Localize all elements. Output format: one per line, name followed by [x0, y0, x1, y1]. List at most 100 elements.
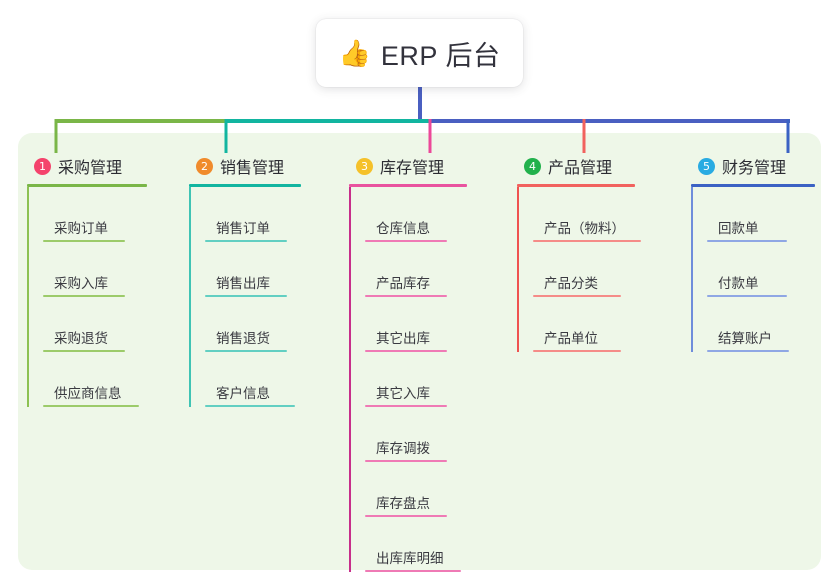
- leaf-label: 销售订单: [216, 221, 270, 236]
- leaf-rule: [533, 295, 621, 297]
- leaf-item[interactable]: 产品库存: [356, 242, 467, 297]
- leaf-item[interactable]: 库存调拨: [356, 407, 467, 462]
- leaf-item[interactable]: 库存盘点: [356, 462, 467, 517]
- leaf-label: 结算账户: [718, 331, 772, 346]
- leaf-item[interactable]: 付款单: [698, 242, 815, 297]
- column-title-3: 库存管理: [380, 160, 445, 177]
- bar-teal: [226, 119, 430, 123]
- root-stem: [418, 87, 422, 123]
- column-title-2: 销售管理: [220, 160, 285, 177]
- leaf-rule: [205, 405, 295, 407]
- column-container: 1 采购管理采购订单采购入库采购退货供应商信息 2 销售管理销售订单销售出库销售退货客…: [18, 133, 821, 572]
- thumbs-up-icon: 👍: [338, 38, 371, 68]
- leaf-rule: [533, 240, 641, 242]
- leaf-label: 采购入库: [54, 276, 108, 291]
- leaf-item[interactable]: 产品单位: [524, 297, 635, 352]
- column-rule-3: [349, 184, 467, 187]
- column-badge-1: 1: [34, 157, 51, 175]
- leaf-label: 客户信息: [216, 386, 270, 401]
- column-spine-5: [691, 187, 693, 352]
- column-采购管理: 1 采购管理采购订单采购入库采购退货供应商信息: [18, 151, 147, 407]
- column-rule-4: [517, 184, 635, 187]
- column-rule-5: [691, 184, 815, 187]
- column-库存管理: 3 库存管理仓库信息产品库存其它出库其它入库库存调拨库存盘点出库库明细: [340, 151, 467, 572]
- leaf-item[interactable]: 采购订单: [34, 187, 147, 242]
- leaf-label: 销售出库: [216, 276, 270, 291]
- leaf-label: 产品库存: [376, 276, 430, 291]
- leaf-item[interactable]: 采购入库: [34, 242, 147, 297]
- leaf-item[interactable]: 产品分类: [524, 242, 635, 297]
- column-财务管理: 5 财务管理回款单付款单结算账户: [682, 151, 815, 352]
- leaf-label: 产品分类: [544, 276, 598, 291]
- leaf-label: 库存调拨: [376, 441, 430, 456]
- leaf-rule: [365, 515, 447, 517]
- column-badge-4: 4: [524, 157, 541, 175]
- leaf-item[interactable]: 客户信息: [196, 352, 301, 407]
- leaf-label: 销售退货: [216, 331, 270, 346]
- column-header-3[interactable]: 3 库存管理: [340, 151, 467, 181]
- leaf-rule: [205, 295, 287, 297]
- leaf-item[interactable]: 销售订单: [196, 187, 301, 242]
- leaf-label: 采购退货: [54, 331, 108, 346]
- leaf-list-2: 销售订单销售出库销售退货客户信息: [180, 187, 301, 407]
- column-title-4: 产品管理: [548, 160, 613, 177]
- column-spine-2: [189, 187, 191, 407]
- leaf-rule: [43, 295, 125, 297]
- leaf-rule: [43, 240, 125, 242]
- column-销售管理: 2 销售管理销售订单销售出库销售退货客户信息: [180, 151, 301, 407]
- leaf-rule: [365, 570, 461, 572]
- leaf-label: 仓库信息: [376, 221, 430, 236]
- leaf-item[interactable]: 销售出库: [196, 242, 301, 297]
- leaf-item[interactable]: 回款单: [698, 187, 815, 242]
- column-rule-1: [27, 184, 147, 187]
- column-spine-1: [27, 187, 29, 407]
- column-title-1: 采购管理: [58, 160, 123, 177]
- leaf-label: 产品（物料）: [544, 221, 625, 236]
- leaf-item[interactable]: 采购退货: [34, 297, 147, 352]
- leaf-item[interactable]: 供应商信息: [34, 352, 147, 407]
- leaf-label: 库存盘点: [376, 496, 430, 511]
- leaf-item[interactable]: 其它入库: [356, 352, 467, 407]
- column-badge-5: 5: [698, 157, 715, 175]
- column-header-2[interactable]: 2 销售管理: [180, 151, 301, 181]
- leaf-label: 其它入库: [376, 386, 430, 401]
- leaf-label: 付款单: [718, 276, 759, 291]
- root-node-card[interactable]: 👍 ERP 后台: [316, 19, 523, 87]
- bar-green: [56, 119, 226, 123]
- column-spine-3: [349, 187, 351, 572]
- leaf-item[interactable]: 出库库明细: [356, 517, 467, 572]
- column-header-4[interactable]: 4 产品管理: [508, 151, 635, 181]
- leaf-rule: [365, 240, 447, 242]
- leaf-list-1: 采购订单采购入库采购退货供应商信息: [18, 187, 147, 407]
- column-rule-2: [189, 184, 301, 187]
- column-title-5: 财务管理: [722, 160, 787, 177]
- column-header-5[interactable]: 5 财务管理: [682, 151, 815, 181]
- leaf-rule: [707, 350, 789, 352]
- leaf-rule: [205, 350, 287, 352]
- leaf-item[interactable]: 仓库信息: [356, 187, 467, 242]
- column-header-1[interactable]: 1 采购管理: [18, 151, 147, 181]
- column-badge-2: 2: [196, 157, 213, 175]
- leaf-label: 产品单位: [544, 331, 598, 346]
- leaf-rule: [707, 240, 787, 242]
- column-badge-3: 3: [356, 157, 373, 175]
- root-node-title: ERP 后台: [380, 40, 501, 71]
- leaf-rule: [365, 350, 447, 352]
- leaf-item[interactable]: 其它出库: [356, 297, 467, 352]
- leaf-rule: [707, 295, 787, 297]
- leaf-label: 出库库明细: [376, 551, 444, 566]
- leaf-rule: [365, 460, 447, 462]
- leaf-rule: [365, 295, 447, 297]
- leaf-label: 其它出库: [376, 331, 430, 346]
- leaf-rule: [43, 405, 139, 407]
- leaf-list-4: 产品（物料） 产品分类产品单位: [508, 187, 641, 352]
- leaf-rule: [205, 240, 287, 242]
- leaf-item[interactable]: 销售退货: [196, 297, 301, 352]
- leaf-item[interactable]: 产品（物料）: [524, 187, 641, 242]
- leaf-item[interactable]: 结算账户: [698, 297, 815, 352]
- leaf-label: 回款单: [718, 221, 759, 236]
- leaf-label: 采购订单: [54, 221, 108, 236]
- bar-indigo: [430, 119, 790, 123]
- leaf-rule: [43, 350, 125, 352]
